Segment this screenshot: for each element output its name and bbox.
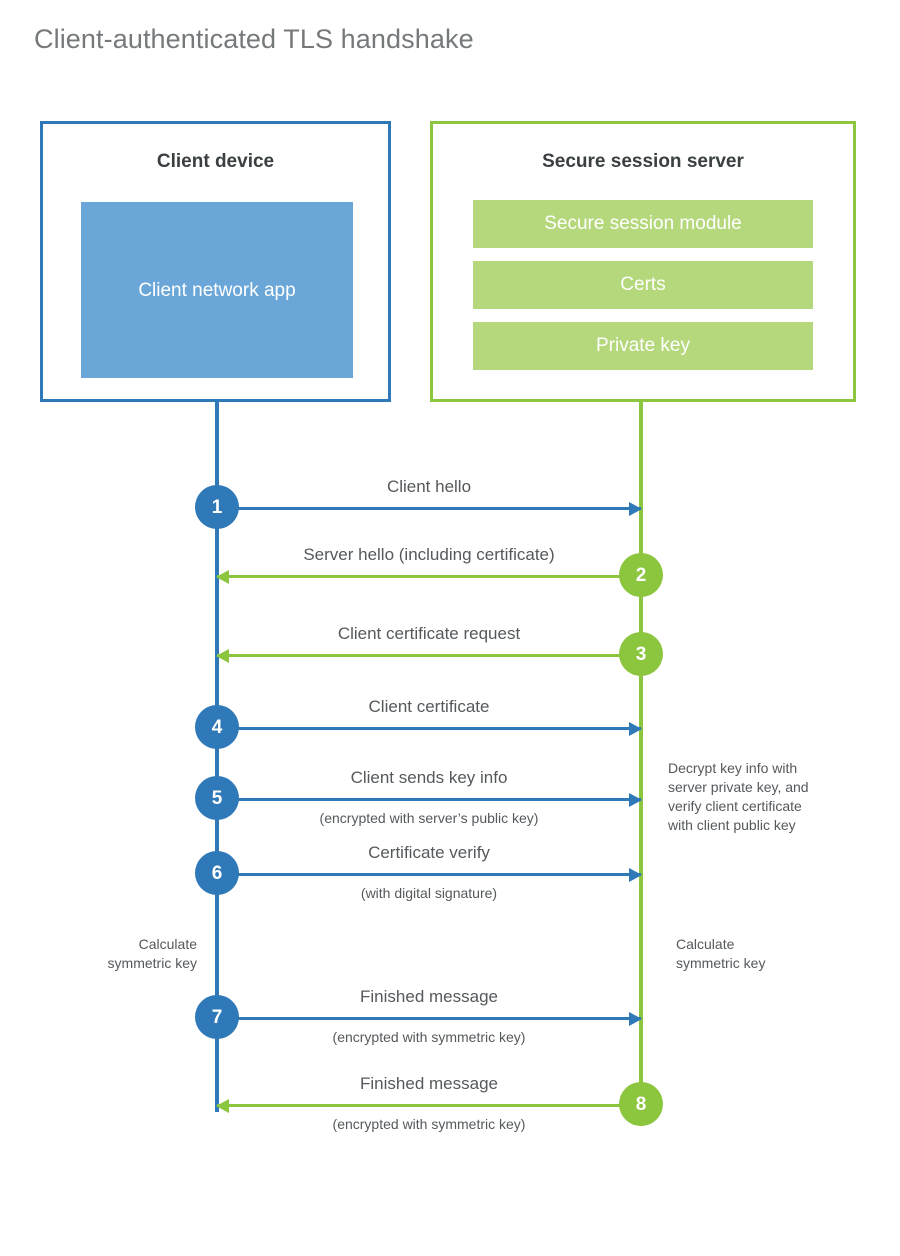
server-lifeline xyxy=(639,402,643,1104)
message-line-5 xyxy=(217,798,641,801)
step-badge-4: 4 xyxy=(195,705,239,749)
server-modules-list: Secure session module Certs Private key xyxy=(473,200,813,383)
server-module-certs: Certs xyxy=(473,261,813,309)
arrow-head-left-icon xyxy=(216,570,229,584)
note-server-calculate-symmetric-key: Calculate symmetric key xyxy=(676,936,766,971)
message-label-1: Client hello xyxy=(386,477,472,496)
secure-session-server-box: Secure session server Secure session mod… xyxy=(430,121,856,402)
message-label-5: Client sends key info xyxy=(350,768,508,787)
client-device-title: Client device xyxy=(156,151,275,172)
message-sublabel-6: (with digital signature) xyxy=(360,885,498,901)
step-badge-8: 8 xyxy=(619,1082,663,1126)
message-label-8: Finished message xyxy=(360,1074,498,1093)
step-badge-3: 3 xyxy=(619,632,663,676)
arrow-head-left-icon xyxy=(216,1099,229,1113)
message-label-6: Certificate verify xyxy=(368,843,490,862)
message-label-2: Server hello (including certificate) xyxy=(303,545,555,564)
arrow-head-left-icon xyxy=(216,649,229,663)
message-sublabel-7: (encrypted with symmetric key) xyxy=(332,1029,526,1045)
message-sublabel-8: (encrypted with symmetric key) xyxy=(332,1116,526,1132)
server-module-secure-session: Secure session module xyxy=(473,200,813,248)
arrow-head-right-icon xyxy=(629,722,642,736)
message-line-1 xyxy=(217,507,641,510)
client-lifeline xyxy=(215,402,219,1112)
message-label-4: Client certificate xyxy=(368,697,490,716)
page-title: Client-authenticated TLS handshake xyxy=(34,24,474,54)
step-badge-6: 6 xyxy=(195,851,239,895)
arrow-head-right-icon xyxy=(629,868,642,882)
message-line-8 xyxy=(217,1104,641,1107)
note-client-calculate-symmetric-key: Calculate symmetric key xyxy=(107,936,197,971)
arrow-head-right-icon xyxy=(629,1012,642,1026)
message-line-4 xyxy=(217,727,641,730)
message-label-7: Finished message xyxy=(360,987,498,1006)
server-module-private-key: Private key xyxy=(473,322,813,370)
message-line-6 xyxy=(217,873,641,876)
arrow-head-right-icon xyxy=(629,502,642,516)
message-sublabel-5: (encrypted with server’s public key) xyxy=(319,810,539,826)
step-badge-2: 2 xyxy=(619,553,663,597)
message-label-3: Client certificate request xyxy=(337,624,521,643)
client-network-app-block: Client network app xyxy=(81,202,353,378)
message-line-2 xyxy=(217,575,641,578)
step-badge-5: 5 xyxy=(195,776,239,820)
message-line-3 xyxy=(217,654,641,657)
secure-session-server-title: Secure session server xyxy=(542,151,744,172)
client-device-box: Client device Client network app xyxy=(40,121,391,402)
step-badge-7: 7 xyxy=(195,995,239,1039)
arrow-head-right-icon xyxy=(629,793,642,807)
step-badge-1: 1 xyxy=(195,485,239,529)
message-line-7 xyxy=(217,1017,641,1020)
client-network-app-label: Client network app xyxy=(138,279,296,301)
note-server-decrypt: Decrypt key info with server private key… xyxy=(668,760,809,833)
